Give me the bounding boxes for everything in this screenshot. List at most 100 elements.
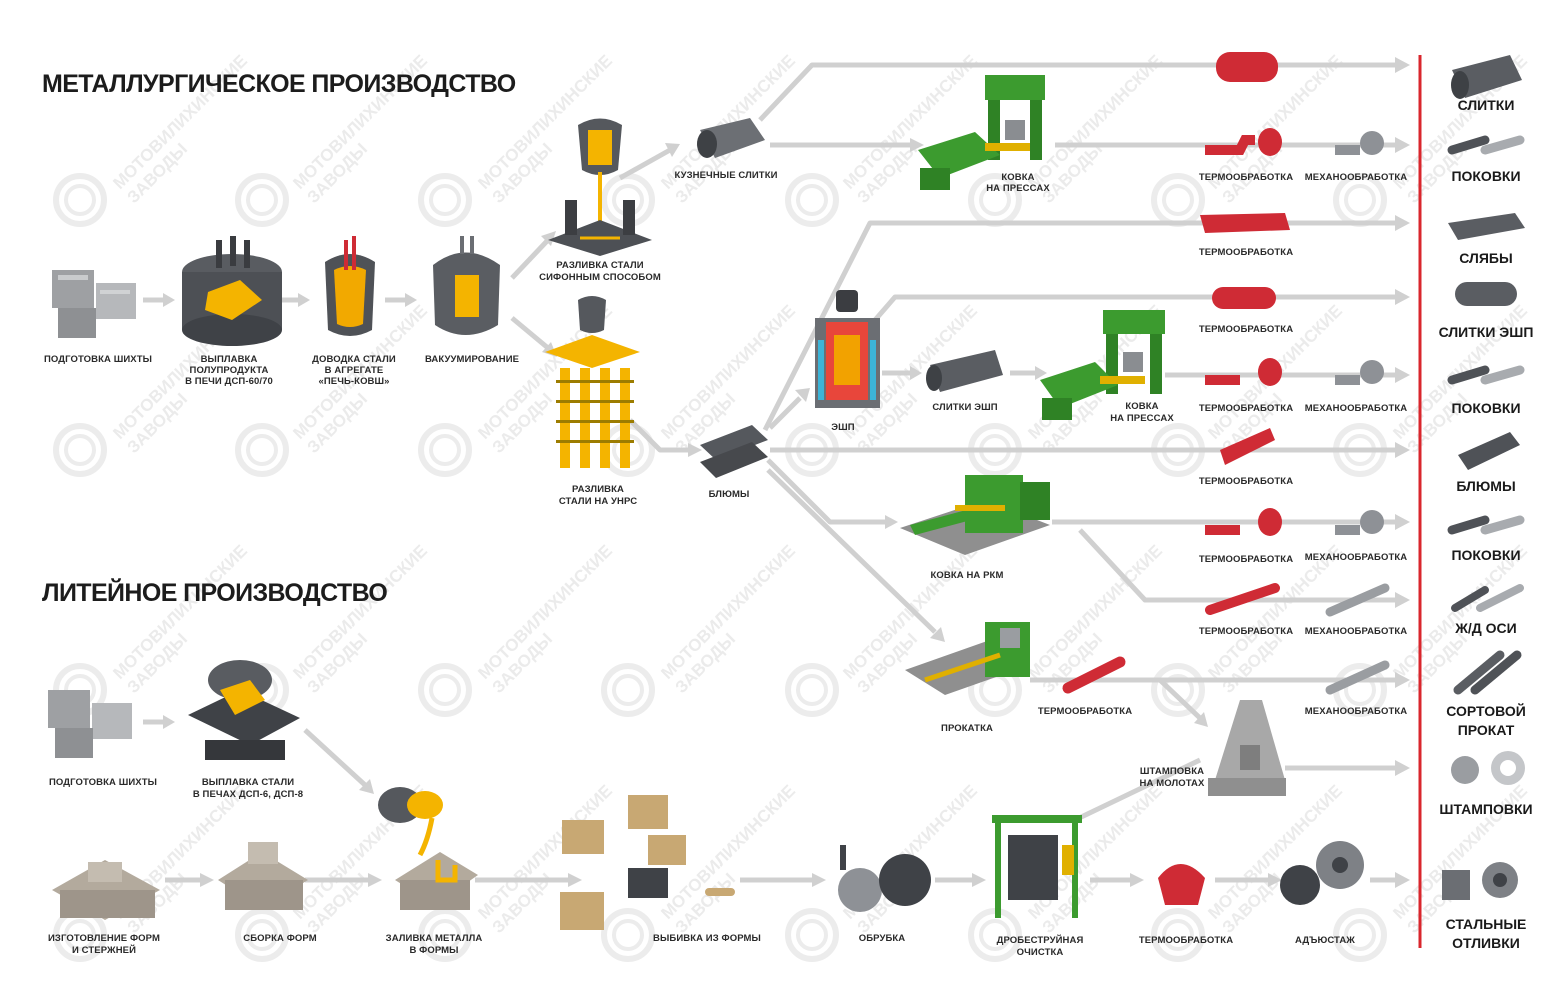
induction-furnace-icon bbox=[188, 660, 300, 760]
product-label-stampings: ШТАМПОВКИ bbox=[1439, 801, 1532, 817]
label-refine: В АГРЕГАТЕ bbox=[325, 365, 384, 376]
machined-parts bbox=[1325, 131, 1390, 695]
label-esr-ingots: СЛИТКИ ЭШП bbox=[932, 402, 997, 413]
product-icons bbox=[1442, 55, 1525, 900]
label-heat: ТЕРМООБРАБОТКА bbox=[1199, 476, 1293, 487]
heat-treated-parts bbox=[1062, 52, 1290, 905]
ladle-furnace-icon bbox=[325, 236, 375, 336]
label-blooms: БЛЮМЫ bbox=[709, 489, 750, 500]
scrap-charge-icon bbox=[52, 270, 136, 338]
watermark-text: МОТОВИЛИХИНСКИЕ bbox=[1024, 541, 1166, 683]
metal-pouring-mold-icon bbox=[395, 852, 478, 910]
label-foundry-heat: ТЕРМООБРАБОТКА bbox=[1139, 935, 1233, 946]
product-forging-icon bbox=[1447, 135, 1490, 155]
shot-blasting-icon bbox=[992, 815, 1082, 918]
product-label-forgings-3: ПОКОВКИ bbox=[1451, 547, 1520, 563]
product-label-forgings-2: ПОКОВКИ bbox=[1451, 400, 1520, 416]
product-ingot-icon bbox=[1452, 55, 1522, 98]
label-rolling: ПРОКАТКА bbox=[941, 723, 993, 734]
product-label-ingots: СЛИТКИ bbox=[1458, 97, 1515, 113]
blooms-icon bbox=[700, 425, 768, 478]
slab-red-icon bbox=[1200, 213, 1290, 233]
label-molds: ИЗГОТОВЛЕНИЕ ФОРМ bbox=[48, 933, 160, 944]
product-casting-icon bbox=[1442, 870, 1470, 900]
label-smelt: ВЫПЛАВКА bbox=[201, 354, 258, 365]
product-forging-icon-2 bbox=[1447, 365, 1490, 385]
product-label-forgings: ПОКОВКИ bbox=[1451, 168, 1520, 184]
product-slab-icon bbox=[1448, 213, 1525, 240]
esr-furnace-icon bbox=[815, 290, 880, 408]
label-mach: МЕХАНООБРАБОТКА bbox=[1305, 172, 1407, 183]
label-finishing: АДЪЮСТАЖ bbox=[1295, 935, 1355, 946]
product-forging-icon-3 bbox=[1447, 515, 1490, 535]
label-mach: МЕХАНООБРАБОТКА bbox=[1305, 706, 1407, 717]
label-shot-blasting: ДРОБЕСТРУЙНАЯ bbox=[997, 934, 1084, 946]
metallurgy-labels: ПОДГОТОВКА ШИХТЫ ВЫПЛАВКА ПОЛУПРОДУКТА В… bbox=[44, 170, 1407, 789]
label-stamping: ШТАМПОВКА bbox=[1140, 766, 1204, 777]
continuous-caster-icon bbox=[545, 296, 640, 468]
label-mach: МЕХАНООБРАБОТКА bbox=[1305, 552, 1407, 563]
forging-red-icon bbox=[1205, 135, 1255, 155]
label-press-1: КОВКА bbox=[1001, 172, 1034, 183]
label-charge: ПОДГОТОВКА ШИХТЫ bbox=[44, 354, 152, 365]
mold-making-icon bbox=[52, 860, 160, 920]
label-heat: ТЕРМООБРАБОТКА bbox=[1199, 403, 1293, 414]
label-foundry-charge: ПОДГОТОВКА ШИХТЫ bbox=[49, 777, 157, 788]
forging-press-icon bbox=[918, 75, 1045, 190]
label-foundry-melt: ВЫПЛАВКА СТАЛИ bbox=[202, 777, 294, 788]
label-heat: ТЕРМООБРАБОТКА bbox=[1199, 172, 1293, 183]
label-mach: МЕХАНООБРАБОТКА bbox=[1305, 403, 1407, 414]
bar-red-icon bbox=[1062, 656, 1126, 694]
label-smelt: В ПЕЧИ ДСП-60/70 bbox=[185, 376, 273, 387]
section-title-foundry: ЛИТЕЙНОЕ ПРОИЗВОДСТВО bbox=[42, 577, 387, 607]
label-siphon: РАЗЛИВКА СТАЛИ bbox=[556, 260, 644, 271]
casting-red-icon bbox=[1158, 864, 1205, 905]
label-mach: МЕХАНООБРАБОТКА bbox=[1305, 626, 1407, 637]
label-trimming: ОБРУБКА bbox=[859, 933, 906, 944]
label-stamping: НА МОЛОТАХ bbox=[1140, 778, 1205, 789]
radial-forging-machine-icon bbox=[900, 475, 1050, 555]
vacuum-degassing-icon bbox=[433, 236, 500, 335]
label-press-2: КОВКА bbox=[1125, 401, 1158, 412]
label-ccm: СТАЛИ НА УНРС bbox=[559, 496, 637, 507]
watermark-text: МОТОВИЛИХИНСКИЕ bbox=[657, 541, 799, 683]
label-press-2: НА ПРЕССАХ bbox=[1110, 413, 1174, 424]
label-smelt: ПОЛУПРОДУКТА bbox=[190, 365, 269, 376]
finishing-icon bbox=[1280, 841, 1364, 905]
forge-ingot-icon bbox=[697, 118, 765, 158]
product-stamping-gear-icon bbox=[1451, 756, 1479, 784]
label-refine: ДОВОДКА СТАЛИ bbox=[312, 354, 396, 365]
label-esr: ЭШП bbox=[831, 422, 855, 433]
label-heat-rolling: ТЕРМООБРАБОТКА bbox=[1038, 706, 1132, 717]
product-label-esr-ingots: СЛИТКИ ЭШП bbox=[1439, 324, 1534, 340]
product-label-blooms: БЛЮМЫ bbox=[1456, 478, 1515, 494]
label-heat: ТЕРМООБРАБОТКА bbox=[1199, 324, 1293, 335]
label-refine: «ПЕЧЬ-КОВШ» bbox=[318, 376, 389, 387]
label-molds: И СТЕРЖНЕЙ bbox=[72, 944, 136, 956]
product-labels: СЛИТКИ ПОКОВКИ СЛЯБЫ СЛИТКИ ЭШП ПОКОВКИ … bbox=[1439, 97, 1534, 951]
mold-assembly-icon bbox=[218, 842, 308, 910]
bloom-red-icon bbox=[1220, 428, 1275, 465]
label-vacuum: ВАКУУМИРОВАНИЕ bbox=[425, 354, 519, 365]
trimming-icon bbox=[838, 845, 931, 912]
label-siphon: СИФОННЫМ СПОСОБОМ bbox=[539, 272, 661, 283]
section-title-metallurgy: МЕТАЛЛУРГИЧЕСКОЕ ПРОИЗВОДСТВО bbox=[42, 70, 516, 98]
product-label-slabs: СЛЯБЫ bbox=[1459, 250, 1512, 266]
stamping-hammer-icon bbox=[1208, 700, 1286, 796]
product-label-steel-castings: ОТЛИВКИ bbox=[1452, 935, 1520, 951]
product-label-axles: Ж/Д ОСИ bbox=[1454, 620, 1516, 636]
scrap-charge-icon-foundry bbox=[48, 690, 132, 758]
ladle-pour-icon bbox=[378, 787, 443, 857]
label-pouring: ЗАЛИВКА МЕТАЛЛА bbox=[386, 933, 483, 944]
electric-arc-furnace-icon bbox=[182, 236, 282, 346]
watermark-text: МОТОВИЛИХИНСКИЕ bbox=[289, 541, 431, 683]
label-heat: ТЕРМООБРАБОТКА bbox=[1199, 554, 1293, 565]
label-press-1: НА ПРЕССАХ bbox=[986, 183, 1050, 194]
watermark-text: МОТОВИЛИХИНСКИЕ bbox=[839, 51, 981, 193]
label-pouring: В ФОРМЫ bbox=[409, 945, 458, 956]
product-esr-ingot-icon bbox=[1455, 282, 1517, 306]
label-rfm: КОВКА НА РКМ bbox=[931, 570, 1004, 581]
label-shot-blasting: ОЧИСТКА bbox=[1017, 947, 1064, 958]
